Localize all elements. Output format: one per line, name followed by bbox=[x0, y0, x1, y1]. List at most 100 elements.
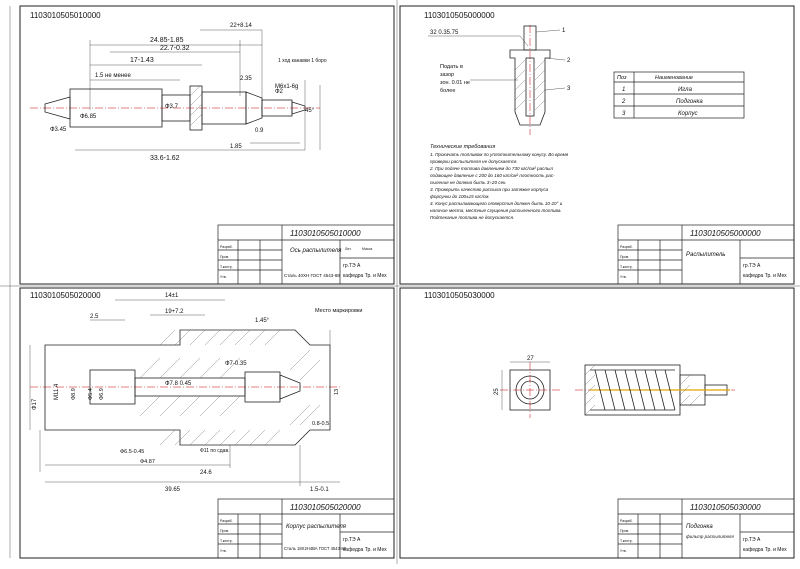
dim-note: 1 ход канавки 1 боро bbox=[278, 58, 327, 64]
tech-line-4: пыления не должна быть 3÷20 сек. bbox=[430, 180, 507, 185]
tech-line-8: наличие места, местные сгущения распылен… bbox=[430, 208, 562, 213]
dim-a6: Ф7-0.35 bbox=[225, 361, 247, 367]
spec-row-3-name: Корпус bbox=[678, 111, 698, 117]
dim-d3: 17-1.43 bbox=[130, 57, 154, 64]
dim-a14: М11.4 bbox=[54, 383, 60, 400]
dim-d10: Ф3.45 bbox=[50, 127, 67, 133]
stamp-code-2: 1103010505000000 bbox=[690, 229, 761, 238]
spec-row-3-pos: 3 bbox=[622, 111, 626, 117]
title-block-3: 1103010505020000 Корпус распылителя Стал… bbox=[217, 498, 395, 559]
callout-3: 3 bbox=[567, 86, 571, 92]
filter-drawing: 27 25 bbox=[494, 356, 735, 418]
dim-d1: 24.85-1.85 bbox=[150, 37, 184, 44]
stamp-tkontr-2: Т.контр. bbox=[620, 265, 633, 269]
dim-a13: Ф17 bbox=[32, 398, 38, 410]
tech-line-5: 3. Проверить качество распыла при затяжк… bbox=[430, 187, 549, 192]
side-note-3: более bbox=[440, 88, 455, 94]
spec-row-2-name: Подгонка bbox=[676, 99, 703, 105]
title-block-1: 1103010505010000 Ось распылителя Сталь 4… bbox=[217, 224, 395, 285]
dim-d15: 45° bbox=[305, 108, 315, 114]
dim-d14: М6x1-6g bbox=[275, 84, 298, 90]
dim-width: 27 bbox=[527, 356, 534, 362]
group-2: гр.ТЭ А bbox=[743, 263, 761, 269]
sheet-4-code: 1103010505030000 bbox=[424, 291, 495, 300]
tech-line-9: Подтекание топлива не допускается. bbox=[430, 215, 514, 220]
dim-a15: Ф5.4 bbox=[88, 388, 94, 400]
tech-line-6: форсунки до 100±15 кгс/см. bbox=[430, 194, 490, 199]
dim-a17: Ф8.9 bbox=[71, 388, 77, 400]
sheet-4-frame bbox=[399, 287, 795, 559]
body-drawing: 14±1 19+7.2 2.5 1.45° Место маркировки Ф… bbox=[29, 293, 362, 493]
tech-requirements: Технические требования 1. Прокачать топл… bbox=[429, 144, 569, 220]
part-title-1: Ось распылителя bbox=[290, 248, 342, 254]
spec-row-2-pos: 2 bbox=[621, 99, 626, 105]
stamp-prov-1: Пров. bbox=[220, 255, 229, 259]
needle-drawing: 24.85-1.85 22.7-0.32 17-1.43 1.5 не мене… bbox=[30, 23, 327, 162]
caption-1: кафедра Тр. и Мех bbox=[343, 273, 387, 279]
dim-a5: Место маркировки bbox=[315, 308, 362, 314]
sheet-2-code: 1103010505000000 bbox=[424, 11, 495, 20]
dim-d7: 1.85 bbox=[230, 144, 242, 150]
dim-a4: 1.45° bbox=[255, 318, 270, 324]
dim-d5: 22+8.14 bbox=[230, 23, 253, 29]
caption-3: кафедра Тр. и Мех bbox=[343, 547, 387, 553]
spec-row-1-name: Игла bbox=[678, 87, 693, 93]
stamp-tkontr-4: Т.контр. bbox=[620, 539, 633, 543]
stamp-razr-1: Разраб. bbox=[220, 245, 233, 249]
sheet-3-frame bbox=[19, 287, 395, 559]
dim-a8: Ф6.5-0.45 bbox=[120, 449, 144, 455]
dim-a11: 39.65 bbox=[165, 487, 181, 493]
dim-d2: 22.7-0.32 bbox=[160, 45, 190, 52]
dim-d8: 0.9 bbox=[255, 128, 264, 134]
stamp-tkontr-1: Т.контр. bbox=[220, 265, 233, 269]
stamp-tkontr-3: Т.контр. bbox=[220, 539, 233, 543]
dim-a16: Ф6.9 bbox=[99, 388, 105, 400]
dim-d6: 33.6-1.62 bbox=[150, 155, 180, 162]
tech-line-1: проверки распылителя не допускается. bbox=[430, 159, 518, 164]
title-block-2: 1103010505000000 Распылитель гр.ТЭ А каф… bbox=[617, 224, 795, 285]
stamp-utv-2: Утв. bbox=[620, 275, 627, 279]
stamp-razr-4: Разраб. bbox=[620, 519, 633, 523]
stamp-prov-2: Пров. bbox=[620, 255, 629, 259]
dim-a1: 14±1 bbox=[165, 293, 179, 299]
dim-a7: Ф7.8 0.45 bbox=[165, 381, 192, 387]
nozzle-assembly-drawing: 32 0.35.75 1 2 3 Подать в зазор зон. 0.0… bbox=[428, 25, 571, 135]
stamp-mass-1: Масса bbox=[362, 247, 372, 251]
stamp-utv-4: Утв. bbox=[620, 549, 627, 553]
dim-a2: 19+7.2 bbox=[165, 309, 184, 315]
part-title-4: Подгонка bbox=[686, 524, 713, 530]
tech-title: Технические требования bbox=[430, 144, 495, 150]
dim-d12: Ф3.7 bbox=[165, 104, 179, 110]
caption-4: кафедра Тр. и Мех bbox=[743, 547, 787, 553]
sheet-1-frame bbox=[19, 5, 395, 285]
dim-d11: Ф6.85 bbox=[80, 114, 97, 120]
part-title-2: Распылитель bbox=[686, 252, 725, 258]
dim-a19: 0.8-0.5 bbox=[312, 421, 329, 427]
material-3: Сталь 18Х2Н4ВА ГОСТ 4543-88 bbox=[284, 546, 347, 551]
side-note-1: зазор bbox=[440, 72, 454, 78]
group-1: гр.ТЭ А bbox=[343, 263, 361, 269]
tech-line-0: 1. Прокачать топливом по уплотнительному… bbox=[430, 152, 569, 157]
callout-2: 2 bbox=[567, 58, 571, 64]
sheet-1-code: 1103010505010000 bbox=[30, 11, 101, 20]
group-3: гр.ТЭ А bbox=[343, 537, 361, 543]
title-block-4: 1103010505030000 Подгонка фильтр распыли… bbox=[617, 498, 795, 559]
dim-a9: Ф4.87 bbox=[140, 459, 155, 465]
stamp-code-3: 1103010505020000 bbox=[290, 503, 361, 512]
dim-a20: 13 bbox=[334, 389, 340, 395]
part-subtitle-4: фильтр распылителя bbox=[686, 534, 734, 539]
dim-a3: 2.5 bbox=[90, 314, 99, 320]
dim-d9: 2.35 bbox=[240, 76, 252, 82]
stamp-lit-1: Лит. bbox=[345, 247, 351, 251]
group-4: гр.ТЭ А bbox=[743, 537, 761, 543]
spec-row-1-pos: 1 bbox=[622, 87, 625, 93]
dim-a10: 24.6 bbox=[200, 470, 212, 476]
spec-header-name: Наименование bbox=[655, 75, 693, 81]
dim-a18: Ф11 по сдав. bbox=[200, 448, 230, 454]
stamp-razr-2: Разраб. bbox=[620, 245, 633, 249]
top-label: 32 0.35.75 bbox=[430, 30, 459, 36]
stamp-razr-3: Разраб. bbox=[220, 519, 233, 523]
callout-1: 1 bbox=[562, 28, 566, 34]
dim-d4: 1.5 не менее bbox=[95, 73, 131, 79]
tech-line-3: подающее давление с 200 до 160 кгс/см² п… bbox=[430, 173, 555, 178]
